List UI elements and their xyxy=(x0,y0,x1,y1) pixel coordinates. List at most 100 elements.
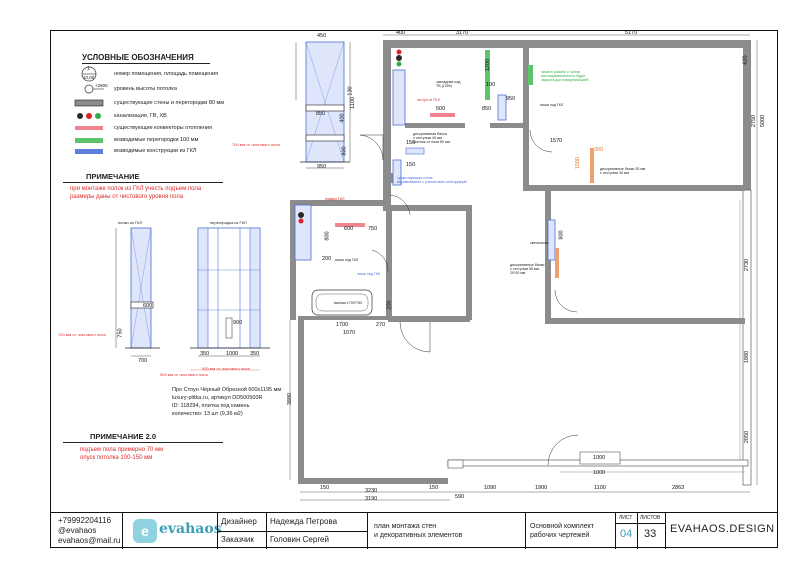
elev-floor-note-1: 700 мм от чистового пола xyxy=(58,332,106,337)
mid-elev-dim-700: 700 xyxy=(138,358,148,364)
plan-dim-800a: 800 xyxy=(558,230,565,240)
top-elev-dim-850: 850 xyxy=(316,111,326,117)
plan-dim-bottom-1090: 1090 xyxy=(484,485,497,491)
drawing-title: план монтажа стен и декоративных элемент… xyxy=(374,523,463,539)
plan-dim-150a: 150 xyxy=(406,162,416,168)
legend-label-sewer: канализация, ГВ, ХВ xyxy=(114,113,167,119)
mid-elev-dim-900: 900 xyxy=(233,320,243,326)
elev-floor-note-2: 900 мм от чистового пола xyxy=(202,366,250,371)
plan-dim-top-5170: 5170 xyxy=(625,30,638,36)
elev-label-partition: перегородка из ГКЛ xyxy=(210,220,247,225)
sheets-label: ЛИСТОВ xyxy=(640,515,661,521)
plan-dim-bath-1700: 1700 xyxy=(336,322,349,328)
logo-mark-icon: e xyxy=(141,523,149,539)
plan-dim-bottom-150a: 150 xyxy=(320,485,330,491)
note2-underline xyxy=(63,442,223,443)
logo-cell: e evahaos xyxy=(122,513,222,549)
client-label: Заказчик xyxy=(221,535,254,544)
set-title-cell: Основной комплект рабочих чертежей xyxy=(525,513,615,549)
top-elev-dim-950: 950 xyxy=(317,164,327,170)
note2-line-1: подъем пола примерно 70 мм xyxy=(80,447,164,453)
room-number-top: 1 xyxy=(87,66,90,72)
annot-gkl-offset: отступ от ГКЛ xyxy=(417,98,440,102)
logo-badge: e xyxy=(133,519,157,543)
plan-dim-left-3880: 3880 xyxy=(287,392,294,406)
people-cell: Дизайнер Надежда Петрова Заказчик Голови… xyxy=(217,513,368,549)
sheet-label: ЛИСТ xyxy=(619,515,633,521)
note1-line-1: при монтаже полок из ГКЛ учесть подъем п… xyxy=(70,186,202,192)
annot-existing-wall: существующая стена выравнивание с учетом… xyxy=(397,176,467,185)
client-name: Головин Сергей xyxy=(270,535,329,544)
sheets-total: 33 xyxy=(644,528,657,540)
annot-beam-1: декоративная балка с отступом 40 мм монт… xyxy=(413,132,450,145)
plan-dim-200b: 200 xyxy=(386,300,393,310)
legend-label-radiator: существующие конвекторы отопления xyxy=(114,125,212,131)
mid-elev-dim-600: 600 xyxy=(143,303,153,309)
annot-gkl-niche-3: ниша под ГКЛ xyxy=(540,103,564,107)
top-elev-dim-450: 450 xyxy=(317,33,327,39)
legend-label-partition: возводимые перегородки 100 мм xyxy=(114,137,199,143)
mid-elev-dim-1000: 1000 xyxy=(226,351,239,357)
plan-dim-1000: 1000 xyxy=(575,156,582,170)
sheet-divider xyxy=(616,523,638,524)
elev-label-shelves: полки из ГКЛ xyxy=(118,220,143,225)
designer-name: Надежда Петрова xyxy=(270,517,338,526)
plan-dim-bottom-1000b: 1000 xyxy=(593,470,606,476)
mid-elev-dim-350b: 350 xyxy=(250,351,260,357)
mid-elev-dim-350a: 350 xyxy=(200,351,210,357)
plan-dim-bottom-590: 590 xyxy=(455,494,465,500)
elev-floor-note-3: 500 мм от чистового пола xyxy=(160,372,208,377)
legend-title: УСЛОВНЫЕ ОБОЗНАЧЕНИЯ xyxy=(82,53,194,62)
plan-dim-1570: 1570 xyxy=(550,138,563,144)
note1-underline xyxy=(63,182,223,183)
annot-tv: закладная под ТВ (1300) xyxy=(436,80,461,89)
room-number-bottom: 10,00 xyxy=(83,75,95,80)
plan-dim-100: 100 xyxy=(486,82,496,88)
plan-dim-bottom-2863: 2863 xyxy=(672,485,685,491)
designer-label: Дизайнер xyxy=(221,517,257,526)
studio-cell: EVAHAOS.DESIGN xyxy=(665,513,778,549)
ceiling-height-value: +2800 xyxy=(95,83,108,88)
tile-info-2: luxury-plitka.ru, артикул DD500500R xyxy=(172,395,263,401)
legend-label-ceiling: уровень высоты потолка xyxy=(114,86,177,92)
note1-title: ПРИМЕЧАНИЕ xyxy=(86,172,140,181)
sheets-divider xyxy=(638,523,666,524)
studio-name: EVAHAOS.DESIGN xyxy=(670,523,775,535)
plan-dim-right-1880: 1880 xyxy=(744,350,751,364)
plan-dim-right-5000: 5000 xyxy=(760,114,767,128)
annot-gkl-niche-1: ниша под ГКЛ xyxy=(335,258,359,262)
people-divider xyxy=(218,531,368,532)
contact-instagram: @evahaos xyxy=(58,526,97,535)
title-block: +79992204116 @evahaos evahaos@mail.ru e … xyxy=(50,512,778,549)
drawing-sheet xyxy=(50,30,778,548)
plan-dim-750: 750 xyxy=(368,226,378,232)
plan-dim-top-3170: 3170 xyxy=(456,30,469,36)
plan-dim-bath-1070: 1070 xyxy=(343,330,356,336)
tile-info-4: количество: 13 шт (9,36 м2) xyxy=(172,411,243,417)
sheet-no-cell: ЛИСТ 04 xyxy=(615,513,638,549)
legend-label-gkl: возводимые конструкции из ГКЛ xyxy=(114,148,197,154)
plan-dim-top-400: 400 xyxy=(396,30,406,36)
annot-beam-2: декоративные балки 30 мм с отступом 30 м… xyxy=(600,167,646,176)
sheet-number: 04 xyxy=(620,528,633,540)
plan-dim-600: 600 xyxy=(344,226,354,232)
note2-title: ПРИМЕЧАНИЕ 2.0 xyxy=(90,432,157,441)
plan-dim-150b: 150 xyxy=(406,140,416,146)
plan-dim-500: 500 xyxy=(436,106,446,112)
logo-text: evahaos xyxy=(159,521,222,537)
tile-info-1: Про Стоун Чёрный Обрезной 600х1195 мм xyxy=(172,387,282,393)
set-title: Основной комплект рабочих чертежей xyxy=(530,523,594,539)
plan-dim-bottom-1000a: 1000 xyxy=(593,455,606,461)
legend-label-wall: существующие стены и перегородки 80 мм xyxy=(114,100,225,106)
plan-dim-200a: 200 xyxy=(322,256,332,262)
drawing-title-cell: план монтажа стен и декоративных элемент… xyxy=(367,513,525,549)
plan-dim-800b: 800 xyxy=(324,231,331,241)
plan-dim-bottom-3190: 3190 xyxy=(365,496,378,502)
plan-dim-bottom-3230: 3230 xyxy=(365,488,378,494)
plan-dim-300: 300 xyxy=(594,147,604,153)
plan-dim-right-620: 620 xyxy=(742,55,749,65)
note2-line-2: опуск потолка 100-150 мм xyxy=(80,455,153,461)
